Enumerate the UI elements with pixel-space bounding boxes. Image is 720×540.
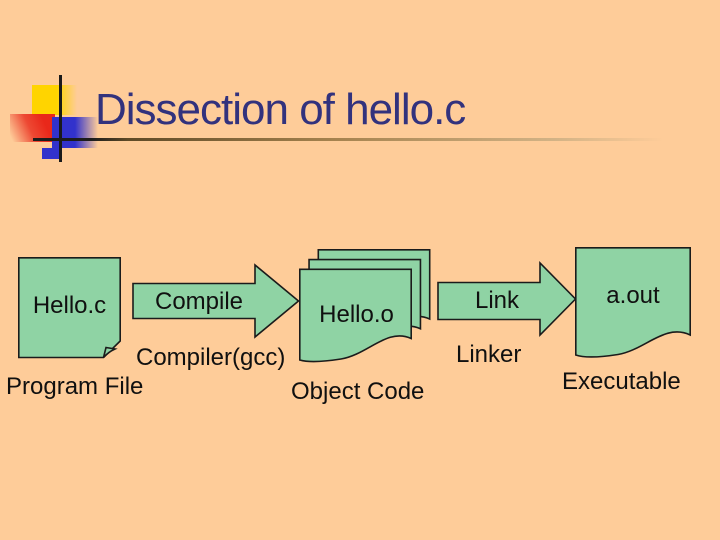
link-arrow	[437, 261, 577, 337]
compile-arrow	[132, 263, 300, 339]
hello-c-label: Hello.c	[32, 292, 107, 319]
page-title: Dissection of hello.c	[95, 85, 466, 134]
hello-c-document-shape	[18, 257, 121, 359]
stack-sheet-front	[299, 268, 412, 363]
compile-arrow-label: Compile	[154, 288, 244, 315]
linker-caption: Linker	[456, 341, 522, 368]
compiler-gcc-caption: Compiler(gcc)	[136, 344, 286, 371]
link-arrow-shape	[437, 261, 577, 337]
program-file-caption: Program File	[6, 373, 144, 400]
a-out-document-body	[575, 247, 691, 358]
decoration-blue-small-square	[42, 148, 59, 159]
executable-caption: Executable	[562, 368, 681, 395]
a-out-label: a.out	[606, 282, 660, 309]
title-underline	[33, 138, 663, 141]
link-arrow-label: Link	[474, 287, 520, 314]
decoration-crosshair-vertical-line	[59, 75, 62, 162]
hello-c-folded-corner	[102, 346, 118, 359]
object-code-caption: Object Code	[291, 378, 425, 405]
a-out-document-shape	[575, 247, 691, 358]
hello-o-document-stack	[299, 249, 431, 363]
compile-arrow-shape	[132, 263, 300, 339]
hello-o-label: Hello.o	[319, 301, 394, 328]
decoration-yellow-square	[32, 85, 77, 115]
decoration-red-square	[10, 114, 55, 142]
